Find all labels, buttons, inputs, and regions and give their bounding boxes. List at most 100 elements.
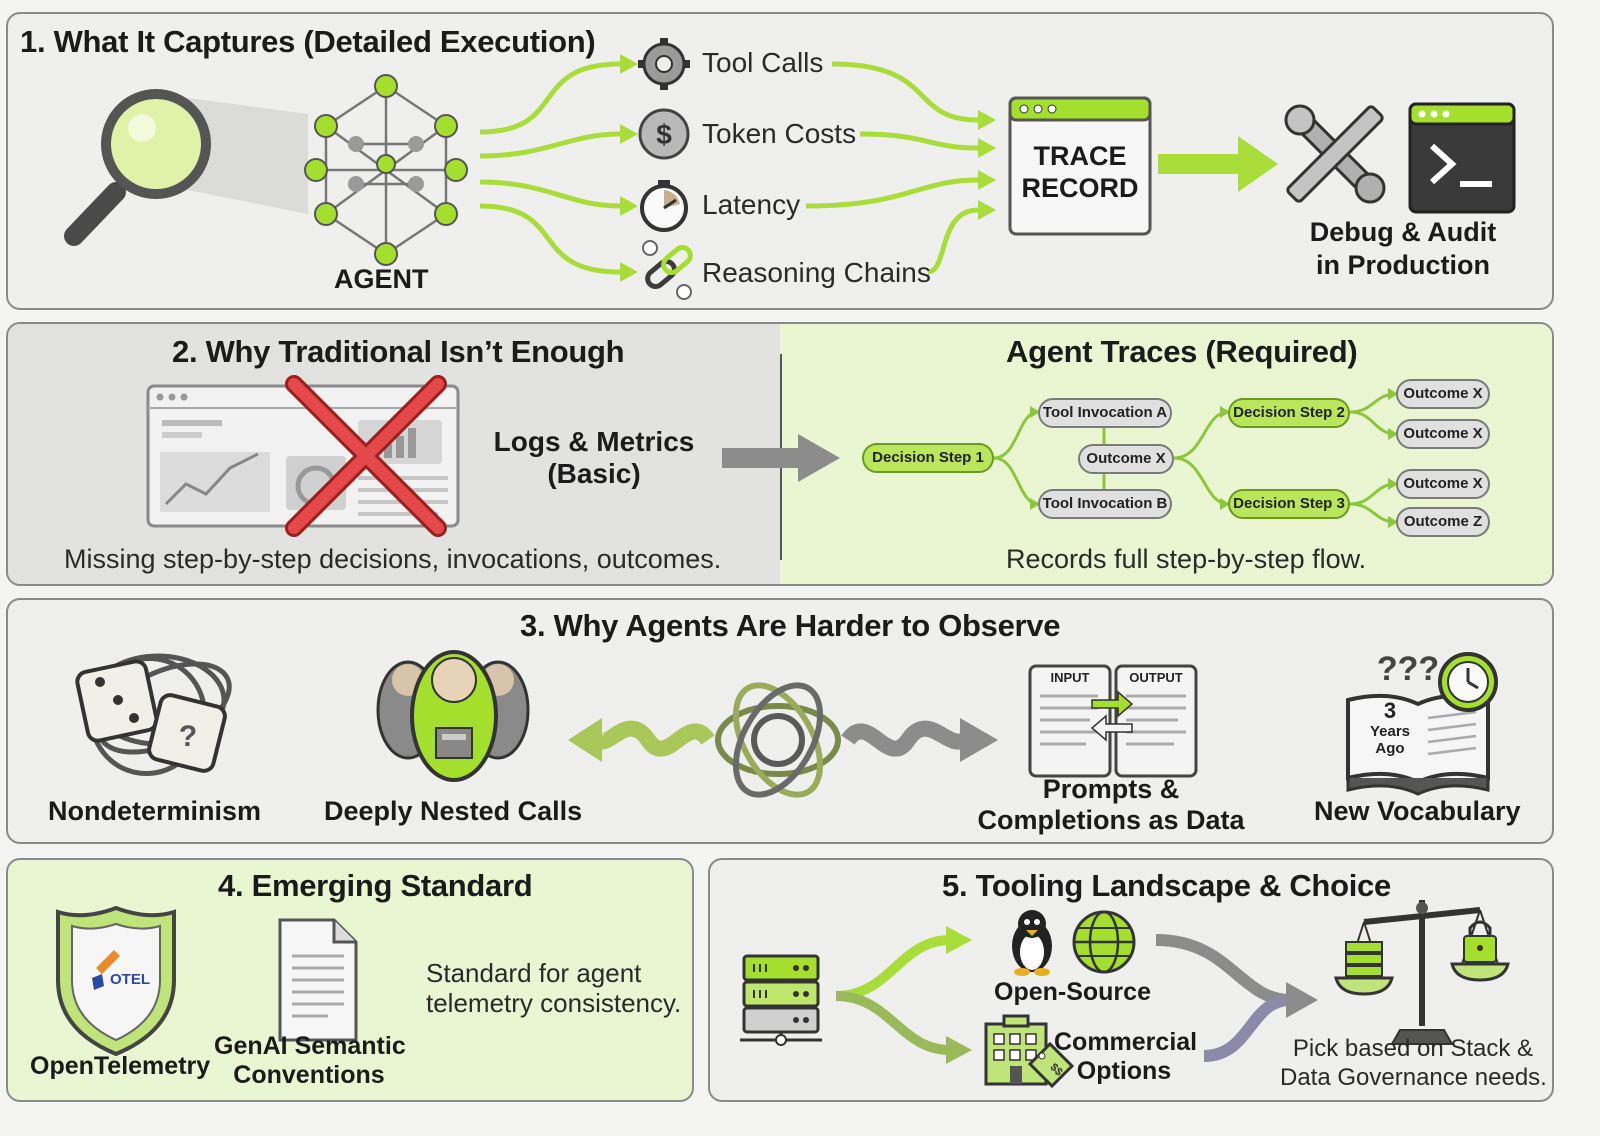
panel-what-it-captures: 1. What It Captures (Detailed Execution) bbox=[6, 12, 1554, 310]
svg-text:$: $ bbox=[656, 119, 672, 150]
section2-left-title: 2. Why Traditional Isn’t Enough bbox=[172, 334, 625, 369]
otel-badge-text: OTEL bbox=[110, 971, 150, 988]
trace-to-debug-arrow bbox=[1158, 136, 1278, 192]
debug-line2: in Production bbox=[1316, 250, 1490, 280]
section1-graphics: $ bbox=[64, 38, 1516, 300]
globe-icon bbox=[1072, 910, 1136, 974]
chain-link-icon bbox=[642, 240, 693, 300]
wrench-icon bbox=[1284, 104, 1386, 204]
document-icon bbox=[278, 918, 358, 1042]
trace-record-window bbox=[1008, 96, 1152, 236]
prompts-line2: Completions as Data bbox=[977, 805, 1245, 835]
prompts-line1: Prompts & bbox=[1042, 774, 1180, 804]
branch-arrows bbox=[835, 926, 972, 1064]
magnifier-icon bbox=[64, 89, 211, 246]
genai-line2: Conventions bbox=[233, 1061, 385, 1089]
nondeterminism-label: Nondeterminism bbox=[48, 796, 262, 826]
price-tag-icon: $$ bbox=[1027, 1041, 1075, 1089]
outcome-mid: Outcome X bbox=[1078, 444, 1174, 474]
panel-tooling-landscape: 5. Tooling Landscape & Choice bbox=[708, 858, 1554, 1102]
office-building-icon bbox=[984, 1014, 1048, 1086]
outcome-z: Outcome Z bbox=[1396, 507, 1490, 537]
book-clock-icon: ??? 3 Years Ago bbox=[1346, 650, 1498, 796]
section2-graphics bbox=[146, 375, 1398, 537]
stopwatch-icon bbox=[640, 180, 688, 232]
section1-title: 1. What It Captures (Detailed Execution) bbox=[20, 24, 596, 59]
logs-metrics-label: Logs & Metrics (Basic) bbox=[476, 426, 712, 490]
section4-title: 4. Emerging Standard bbox=[218, 868, 533, 903]
wavy-arrow-left bbox=[568, 718, 715, 762]
tangled-dice-icon: ? bbox=[75, 653, 232, 777]
book-years: Years bbox=[1370, 723, 1410, 740]
server-stack-icon bbox=[740, 954, 822, 1046]
item-token-costs: Token Costs bbox=[702, 118, 857, 149]
nesting-dolls-icon bbox=[376, 650, 530, 782]
commercial-line1: Commercial bbox=[1054, 1028, 1198, 1056]
item-tool-calls: Tool Calls bbox=[702, 47, 824, 78]
logs-line2: (Basic) bbox=[547, 458, 641, 489]
prompts-label: Prompts & Completions as Data bbox=[966, 774, 1256, 836]
items-to-trace-arrows bbox=[805, 61, 979, 275]
balance-scale-icon bbox=[1334, 900, 1510, 1045]
question-marks: ??? bbox=[1377, 650, 1439, 688]
output-tag: OUTPUT bbox=[1129, 670, 1183, 685]
section5-title: 5. Tooling Landscape & Choice bbox=[942, 868, 1391, 903]
commercial-line2: Options bbox=[1076, 1057, 1172, 1085]
input-output-scrolls-icon: INPUT OUTPUT bbox=[1028, 664, 1198, 778]
dice-question-mark: ? bbox=[179, 720, 197, 753]
tangled-knot-icon bbox=[715, 682, 841, 798]
section5-graphics: $$ bbox=[740, 900, 1510, 1089]
genai-line1: GenAI Semantic bbox=[214, 1032, 406, 1060]
shield-icon: OTEL bbox=[56, 905, 176, 1057]
penguin-icon bbox=[1012, 910, 1052, 976]
trace-line2: RECORD bbox=[1021, 173, 1139, 203]
standard-line1: Standard for agent bbox=[426, 958, 642, 988]
vocabulary-label: New Vocabulary bbox=[1314, 796, 1521, 826]
decision-step-2: Decision Step 2 bbox=[1228, 398, 1350, 428]
panel-traditional-vs-traces: 2. Why Traditional Isn’t Enough Agent Tr… bbox=[6, 322, 1554, 586]
wavy-arrow-right bbox=[841, 718, 998, 762]
outcome-x-3: Outcome X bbox=[1396, 469, 1490, 499]
section3-title: 3. Why Agents Are Harder to Observe bbox=[520, 608, 1061, 643]
agent-to-items-arrows bbox=[479, 61, 621, 275]
pick-line1: Pick based on Stack & bbox=[1292, 1035, 1534, 1062]
book-ago: Ago bbox=[1375, 740, 1404, 757]
book-number: 3 bbox=[1384, 698, 1396, 723]
trace-line1: TRACE bbox=[1033, 141, 1127, 171]
section3-graphics: ? bbox=[75, 650, 1498, 798]
panel-emerging-standard: 4. Emerging Standard OTEL OpenTelemetry … bbox=[6, 858, 694, 1102]
records-caption: Records full step-by-step flow. bbox=[1006, 544, 1367, 574]
nested-calls-label: Deeply Nested Calls bbox=[324, 796, 583, 826]
panel-harder-to-observe: 3. Why Agents Are Harder to Observe ? bbox=[6, 598, 1554, 844]
input-tag: INPUT bbox=[1051, 670, 1090, 685]
logs-line1: Logs & Metrics bbox=[493, 426, 695, 457]
network-nodes bbox=[304, 74, 468, 266]
agent-label: AGENT bbox=[334, 264, 429, 294]
section2-right-title: Agent Traces (Required) bbox=[1006, 334, 1358, 369]
merge-arrows bbox=[1155, 934, 1318, 1062]
missing-caption: Missing step-by-step decisions, invocati… bbox=[64, 544, 722, 574]
standard-description: Standard for agent telemetry consistency… bbox=[426, 958, 681, 1018]
item-reasoning-chains: Reasoning Chains bbox=[702, 257, 931, 288]
debug-line1: Debug & Audit bbox=[1309, 217, 1497, 247]
red-x-icon bbox=[285, 375, 447, 537]
tool-invocation-b: Tool Invocation B bbox=[1038, 489, 1172, 519]
pick-line2: Data Governance needs. bbox=[1280, 1064, 1547, 1091]
trace-record-label: TRACE RECORD bbox=[1010, 140, 1150, 204]
decision-step-3: Decision Step 3 bbox=[1228, 489, 1350, 519]
opentelemetry-label: OpenTelemetry bbox=[30, 1052, 211, 1080]
terminal-icon bbox=[1408, 102, 1516, 214]
decision-step-1: Decision Step 1 bbox=[862, 443, 994, 473]
standard-line2: telemetry consistency. bbox=[426, 988, 682, 1018]
commercial-label: Commercial Options bbox=[1054, 1028, 1198, 1086]
outcome-x-2: Outcome X bbox=[1396, 419, 1490, 449]
open-source-label: Open-Source bbox=[994, 978, 1151, 1006]
traditional-to-traces-arrow bbox=[722, 434, 840, 482]
item-latency: Latency bbox=[702, 189, 801, 220]
dollar-coin-icon: $ bbox=[638, 108, 690, 160]
gear-icon bbox=[638, 38, 690, 90]
tool-invocation-a: Tool Invocation A bbox=[1038, 398, 1172, 428]
outcome-x-1: Outcome X bbox=[1396, 379, 1490, 409]
pick-description: Pick based on Stack & Data Governance ne… bbox=[1280, 1034, 1547, 1092]
section4-graphics: OTEL bbox=[56, 905, 358, 1057]
